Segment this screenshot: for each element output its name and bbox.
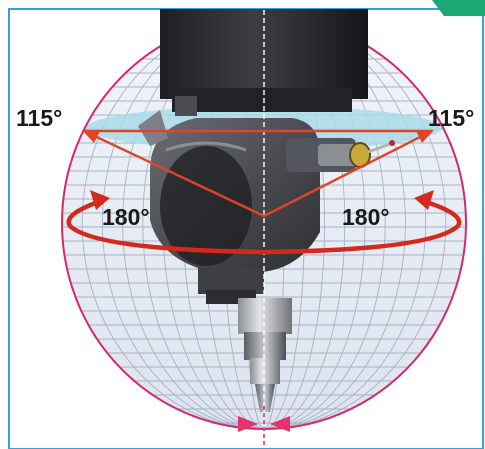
grid-meridian-line [81,17,447,429]
rotation-arrow [66,197,462,255]
triangle-pointer-icon [270,416,290,432]
grid-meridian-line [122,17,406,429]
spindle-tool [238,298,292,412]
curved-arrow-icon [90,190,110,210]
grid-meridian-line [101,17,427,429]
curved-arrow-icon [414,190,434,210]
grid-meridian-line [142,17,386,429]
tilt-angle-label-right: 115° [428,105,474,131]
rotation-angle-label-left: 180° [102,204,150,230]
ray-arrowhead-right [416,130,434,143]
triangle-pointer-icon [238,416,258,432]
tilt-angle-label-left: 115° [16,105,62,131]
rotating-head [138,110,395,304]
rotation-angle-label-right: 180° [342,204,390,230]
tilt-rays [83,129,433,218]
corner-tab [432,0,485,16]
ray-arrowhead-left [82,130,100,143]
